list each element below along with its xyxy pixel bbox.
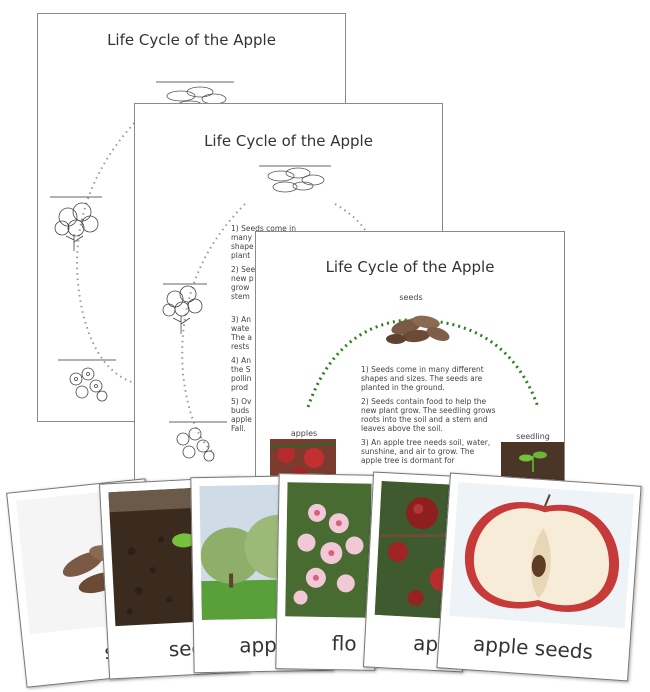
worksheet-front: Life Cycle of the Apple seeds apples see…	[255, 231, 565, 501]
seeds-photo-icon	[386, 315, 450, 344]
caption-seedling: seedling	[516, 432, 550, 441]
card-flower: flo	[275, 473, 379, 671]
flower-outline-icon	[176, 427, 215, 462]
caption-apples: apples	[290, 429, 318, 438]
card-apple-seeds: apple seeds	[436, 472, 642, 682]
tree-outline-icon	[162, 285, 203, 334]
sheet-title: Life Cycle of the Apple	[325, 258, 495, 276]
sheet-title: Life Cycle of the Apple	[107, 31, 276, 49]
apple-half-photo-icon	[464, 494, 620, 613]
tree-outline-icon	[54, 202, 99, 251]
apple-blossom-photo-icon	[285, 482, 372, 618]
flower-outline-icon	[69, 367, 108, 402]
seeds-outline-icon	[267, 167, 325, 193]
card-label: flo	[331, 631, 357, 656]
sheet-paragraphs: 1) Seeds come in many different shapes a…	[361, 365, 496, 465]
card-label: apple seeds	[472, 631, 594, 664]
sheet-title: Life Cycle of the Apple	[204, 132, 373, 150]
caption-seeds: seeds	[399, 293, 423, 302]
